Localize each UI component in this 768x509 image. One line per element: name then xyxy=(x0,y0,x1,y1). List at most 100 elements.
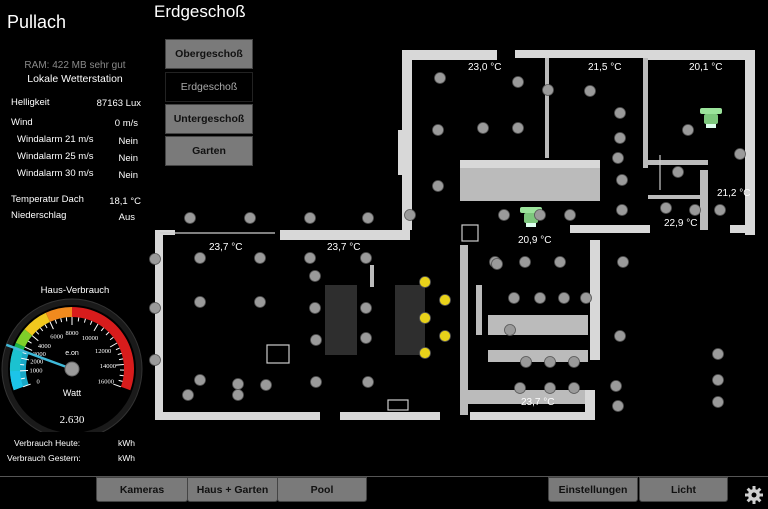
light-icon[interactable] xyxy=(564,209,576,221)
light-icon[interactable] xyxy=(404,209,416,221)
light-icon[interactable] xyxy=(360,252,372,264)
light-icon[interactable] xyxy=(304,252,316,264)
light-icon[interactable] xyxy=(544,356,556,368)
light-icon[interactable] xyxy=(232,389,244,401)
light-icon[interactable] xyxy=(508,292,520,304)
light-icon[interactable] xyxy=(149,354,161,366)
floor-button-basement[interactable]: Untergeschoß xyxy=(165,104,253,134)
light-icon[interactable] xyxy=(310,334,322,346)
light-icon[interactable] xyxy=(194,252,206,264)
light-icon[interactable] xyxy=(149,302,161,314)
light-icon-on[interactable] xyxy=(439,294,451,306)
light-icon[interactable] xyxy=(712,348,724,360)
light-icon[interactable] xyxy=(194,296,206,308)
light-icon[interactable] xyxy=(544,382,556,394)
room-temp-1: 23,0 °C xyxy=(468,62,502,73)
light-icon-on[interactable] xyxy=(419,312,431,324)
weather-value-windalarm-25: Nein xyxy=(118,153,138,164)
tab-light[interactable]: Licht xyxy=(639,477,728,502)
light-icon[interactable] xyxy=(568,356,580,368)
light-icon[interactable] xyxy=(194,374,206,386)
light-icon[interactable] xyxy=(660,202,672,214)
light-icon[interactable] xyxy=(614,132,626,144)
light-icon[interactable] xyxy=(542,84,554,96)
usage-yesterday-label: Verbrauch Gestern: xyxy=(7,453,81,463)
light-icon[interactable] xyxy=(362,376,374,388)
floor-button-garden[interactable]: Garten xyxy=(165,136,253,166)
light-icon[interactable] xyxy=(304,212,316,224)
light-icon[interactable] xyxy=(514,382,526,394)
light-icon[interactable] xyxy=(558,292,570,304)
tab-cameras[interactable]: Kameras xyxy=(96,477,188,502)
light-icon[interactable] xyxy=(310,376,322,388)
light-icon[interactable] xyxy=(432,124,444,136)
light-icon[interactable] xyxy=(477,122,489,134)
light-icon[interactable] xyxy=(360,332,372,344)
floor-button-ground[interactable]: Erdgeschoß xyxy=(165,72,253,102)
light-icon[interactable] xyxy=(360,302,372,314)
light-icon[interactable] xyxy=(491,258,503,270)
light-icon[interactable] xyxy=(616,204,628,216)
light-icon[interactable] xyxy=(617,256,629,268)
light-icon[interactable] xyxy=(734,148,746,160)
light-icon[interactable] xyxy=(519,256,531,268)
light-icon[interactable] xyxy=(244,212,256,224)
light-icon-on[interactable] xyxy=(419,276,431,288)
light-icon[interactable] xyxy=(432,180,444,192)
light-icon[interactable] xyxy=(149,253,161,265)
gauge-brand: e.on xyxy=(65,350,79,357)
usage-today-label: Verbrauch Heute: xyxy=(14,438,81,448)
light-icon-on[interactable] xyxy=(439,330,451,342)
light-icon[interactable] xyxy=(362,212,374,224)
room-temp-7: 23,7 °C xyxy=(209,242,243,253)
gauge-tick-label: 4000 xyxy=(38,343,51,350)
floor-button-upper[interactable]: Obergeschoß xyxy=(165,39,253,69)
light-icon[interactable] xyxy=(182,389,194,401)
light-icon[interactable] xyxy=(184,212,196,224)
light-icon[interactable] xyxy=(260,379,272,391)
light-icon[interactable] xyxy=(712,396,724,408)
light-icon[interactable] xyxy=(616,174,628,186)
tab-house-garden[interactable]: Haus + Garten xyxy=(187,477,278,502)
light-icon[interactable] xyxy=(689,204,701,216)
climate-sensor-icon[interactable] xyxy=(700,108,722,128)
light-icon[interactable] xyxy=(614,107,626,119)
light-icon[interactable] xyxy=(520,356,532,368)
light-icon[interactable] xyxy=(232,378,244,390)
light-icon[interactable] xyxy=(580,292,592,304)
light-icon[interactable] xyxy=(512,76,524,88)
light-icon[interactable] xyxy=(534,209,546,221)
light-icon[interactable] xyxy=(498,209,510,221)
tab-settings[interactable]: Einstellungen xyxy=(548,477,638,502)
gauge-tick-label: 16000 xyxy=(98,378,114,385)
light-icon[interactable] xyxy=(612,152,624,164)
light-icon[interactable] xyxy=(254,252,266,264)
light-icon[interactable] xyxy=(714,204,726,216)
gauge-tick-label: 10000 xyxy=(82,335,98,342)
light-icon[interactable] xyxy=(712,374,724,386)
weather-value-precipitation: Aus xyxy=(118,212,135,223)
light-icon[interactable] xyxy=(672,166,684,178)
light-icon[interactable] xyxy=(504,324,516,336)
light-icon[interactable] xyxy=(554,256,566,268)
room-temp-2: 21,5 °C xyxy=(588,62,622,73)
light-icon[interactable] xyxy=(309,302,321,314)
light-icon[interactable] xyxy=(682,124,694,136)
light-icon[interactable] xyxy=(512,122,524,134)
light-icon[interactable] xyxy=(614,330,626,342)
light-icon[interactable] xyxy=(612,400,624,412)
tab-pool[interactable]: Pool xyxy=(277,477,367,502)
light-icon[interactable] xyxy=(610,380,622,392)
weather-value-brightness: 87163 Lux xyxy=(96,98,141,109)
gauge-tick-label: 2000 xyxy=(30,359,43,366)
light-icon[interactable] xyxy=(584,85,596,97)
light-icon[interactable] xyxy=(434,72,446,84)
light-icon[interactable] xyxy=(534,292,546,304)
light-icon-on[interactable] xyxy=(419,347,431,359)
weather-value-windalarm-30: Nein xyxy=(118,170,138,181)
gear-icon[interactable] xyxy=(744,485,764,505)
light-icon[interactable] xyxy=(254,296,266,308)
light-icon[interactable] xyxy=(568,382,580,394)
light-icon[interactable] xyxy=(309,270,321,282)
